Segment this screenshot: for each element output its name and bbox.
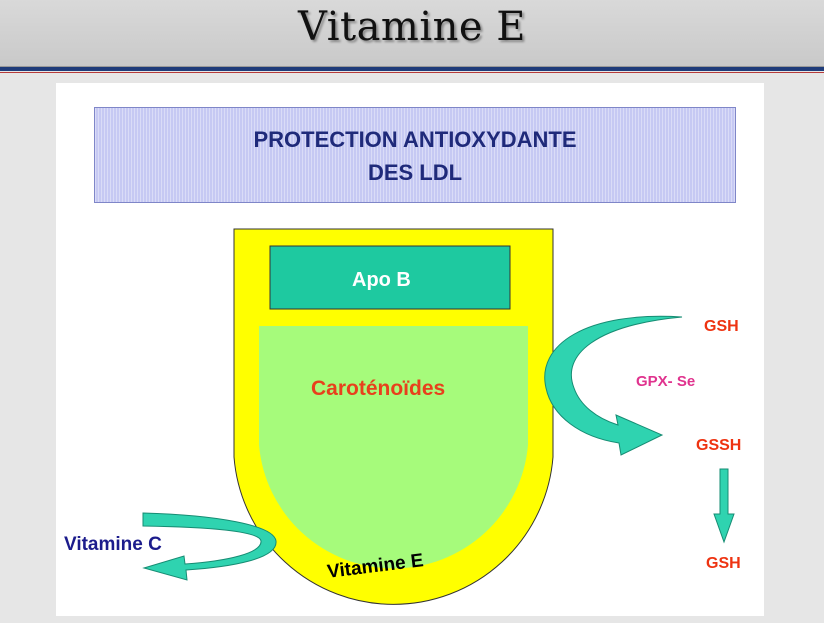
- gsh-down-arrow: [714, 469, 734, 542]
- vitamine-c-label: Vitamine C: [64, 534, 162, 556]
- title-divider-red: [0, 72, 824, 73]
- apob-label: Apo B: [352, 269, 411, 292]
- slide-content: PROTECTION ANTIOXYDANTE DES LDL Apo B Ca…: [56, 83, 764, 616]
- ldl-diagram: [56, 83, 764, 616]
- title-bar: Vitamine E: [0, 0, 824, 67]
- slide-title: Vitamine E: [0, 4, 824, 50]
- carotenoid-label: Caroténoïdes: [311, 377, 445, 401]
- gsh-bottom-label: GSH: [706, 555, 741, 573]
- gpx-label: GPX- Se: [636, 373, 695, 390]
- gssh-label: GSSH: [696, 437, 741, 455]
- title-divider-blue: [0, 67, 824, 71]
- gsh-top-label: GSH: [704, 318, 739, 336]
